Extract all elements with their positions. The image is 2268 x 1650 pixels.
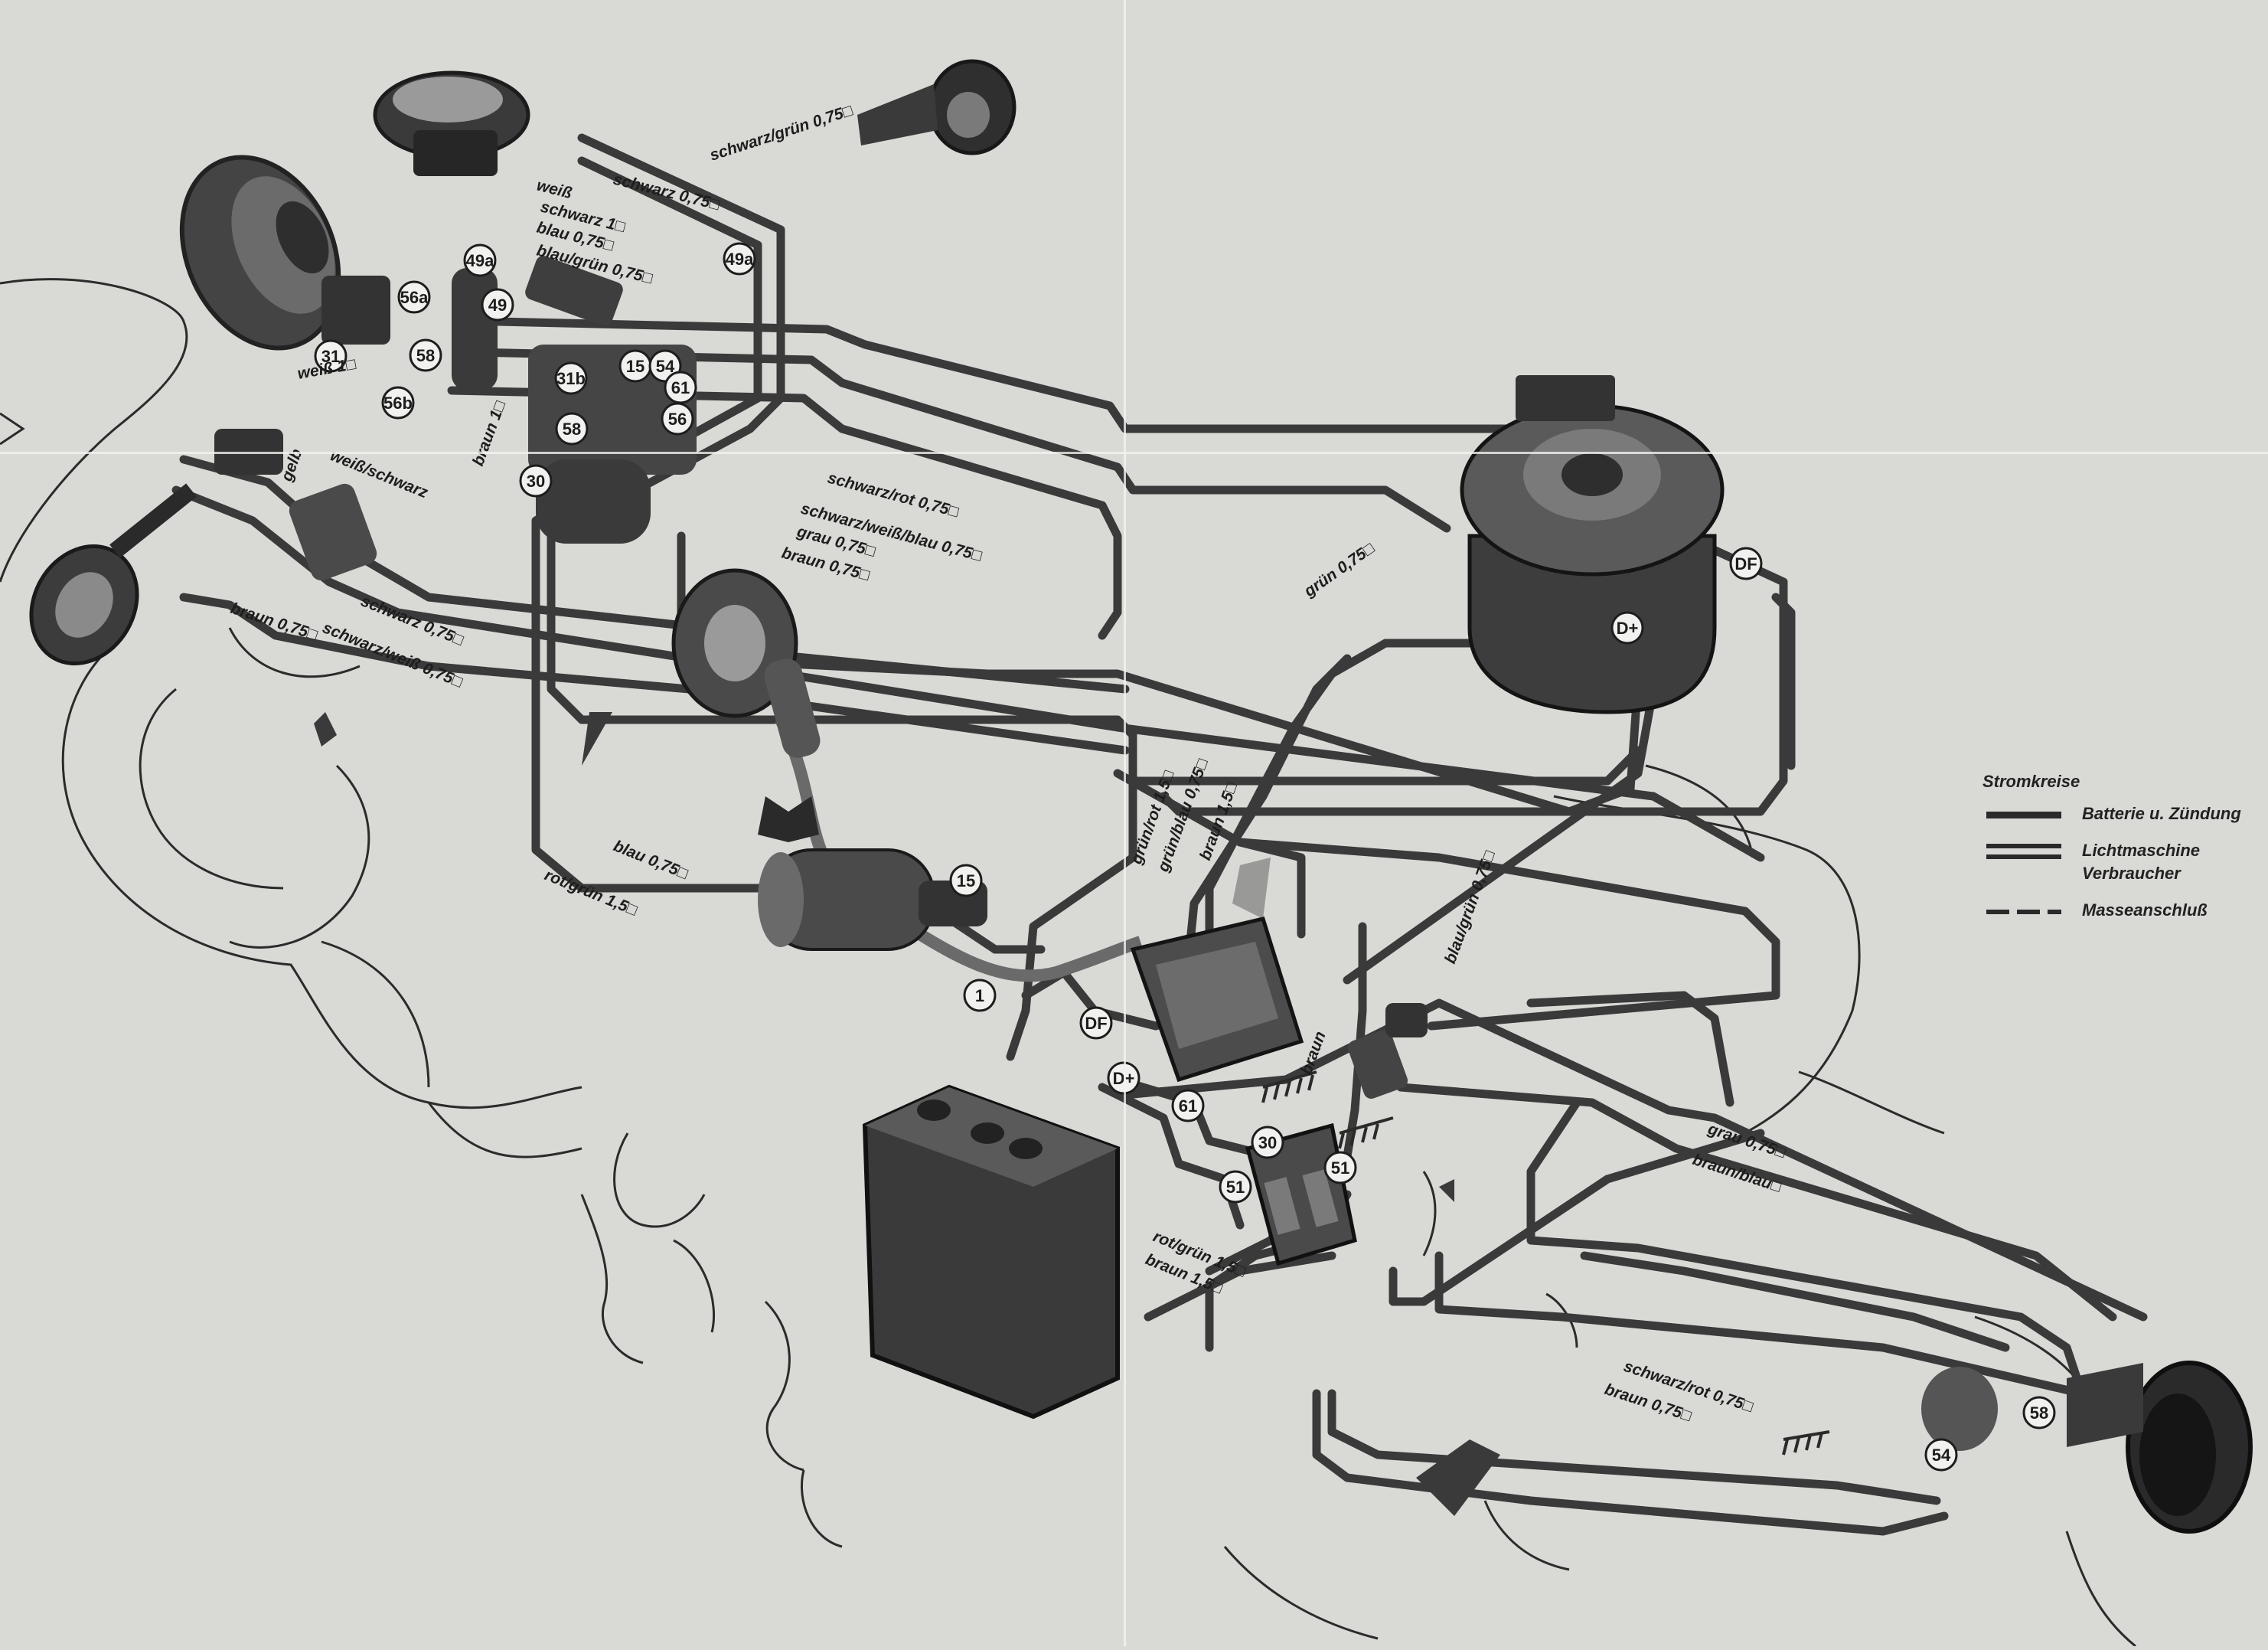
legend-label: Masseanschluß [2082,900,2208,920]
voltage-regulator [1130,916,1304,1083]
fold-line-vertical [1124,0,1126,1646]
terminal-df-generator: DF [1734,554,1757,573]
ground-symbols [1261,1070,1830,1456]
terminal-56b: 56b [383,394,413,413]
wire-label: weiß [535,177,574,203]
terminal-30: 30 [527,472,545,491]
terminal-49a: 49a [466,251,494,270]
terminal-15-coil: 15 [957,871,975,890]
terminal-54: 54 [656,357,675,376]
legend-item: Lichtmaschine [1986,841,2262,864]
terminal-1-coil: 1 [975,986,984,1005]
decorative-shapes [314,712,1454,1202]
neutral-switch [1385,1003,1428,1037]
terminal-df-regulator: DF [1085,1014,1107,1033]
terminal-56a: 56a [400,288,429,307]
wire-label: grün 0,75□ [1300,539,1378,600]
legend-title: Stromkreise [1982,772,2080,791]
speedometer [373,70,530,176]
wire-label: rot/grün 1,5□ [542,866,640,919]
terminal-51-fuse-right: 51 [1331,1158,1349,1178]
wire-label: weiß 1□ [296,355,357,383]
legend-swatch [1986,812,2061,818]
terminal-49a-horn: 49a [726,250,754,269]
legend-label: Verbraucher [2082,864,2181,883]
motorcycle-outline [0,278,2136,1648]
legend-swatch [1986,844,2061,859]
terminal-58b: 58 [563,420,581,439]
terminal-58: 58 [416,346,435,365]
terminal-61-regulator: 61 [1179,1096,1197,1116]
terminal-15: 15 [626,357,645,376]
brake-switch [1347,1029,1408,1099]
terminal-31: 31 [321,347,340,366]
wire-label: blau 0,75□ [611,837,690,883]
terminal-51-fuse-left: 51 [1226,1178,1245,1197]
generator [1460,375,1725,714]
terminal-markers [314,242,2056,1472]
terminal-31b: 31b [556,369,586,388]
ignition-lock [536,459,651,544]
ignition-coil [758,848,987,951]
terminal-30-fuse: 30 [1258,1133,1277,1152]
terminal-56: 56 [668,410,687,429]
legend-label: Lichtmaschine [2082,841,2201,860]
fold-line-horizontal [0,452,2268,454]
terminal-61: 61 [671,378,690,397]
relay-can [452,268,498,390]
spark-plug-assembly [671,568,821,842]
legend-item: Batterie u. Zündung [1986,804,2262,827]
dimmer-switch [321,276,390,345]
wire-label: grau 0,75□ [1705,1120,1788,1162]
wire-label: braun 1□ [469,398,509,468]
legend-item: Masseanschluß [1986,900,2262,923]
rear-brake-switch [1416,1439,1500,1516]
horn-button [289,483,377,581]
terminal-labels: 56a 31 58 56b 49a 49 31b 15 54 61 56 58 … [321,250,2048,1465]
terminal-58-taillight: 58 [2030,1403,2048,1423]
horn [857,59,1017,155]
headlight [179,155,341,351]
legend-label: Batterie u. Zündung [2082,804,2241,823]
handlebar-switch-left [29,483,197,666]
battery [862,1084,1120,1420]
taillight [1921,1361,2253,1534]
flasher-unit [525,256,623,326]
terminal-dplus-generator: D+ [1617,619,1639,638]
terminal-54-taillight: 54 [1932,1446,1951,1465]
wire-label: schwarz/grün 0,75□ [707,102,855,165]
wire-label: braun [1297,1029,1330,1077]
legend-swatch [1986,910,2061,914]
terminal-49: 49 [488,296,507,315]
legend-item: Verbraucher [1986,864,2262,887]
